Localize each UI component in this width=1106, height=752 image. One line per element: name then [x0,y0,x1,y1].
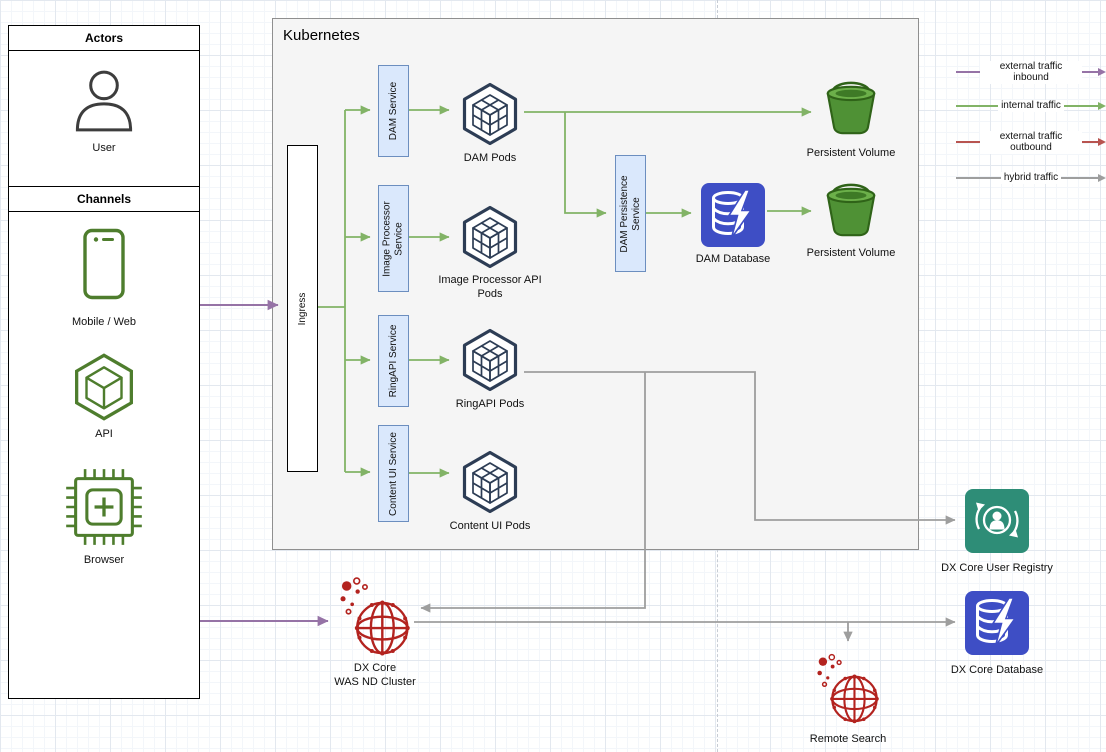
ingress-node: Ingress [287,145,318,472]
arrowhead-icon [1098,173,1106,182]
legend-label-hybrid: hybrid traffic [1000,172,1062,184]
ringapi-pods-icon [458,328,522,392]
dam-database-label: DAM Database [695,253,771,265]
content-ui-service-node: Content UI Service [378,425,409,522]
image-processor-service-node: Image Processor Service [378,185,409,292]
persistent-volume-top-label: Persistent Volume [806,147,896,159]
dx-core-database-label: DX Core Database [950,664,1044,676]
dam-persistence-service-node: DAM Persistence Service [615,155,646,272]
actors-panel: Actors User Channels Mobile / Web [8,25,200,699]
content-ui-pods-label: Content UI Pods [449,520,531,532]
dx-core-cluster-label: DX Core WAS ND Cluster [334,662,416,688]
ringapi-pods-label: RingAPI Pods [455,398,525,410]
browser-chip-icon [65,468,143,546]
content-ui-pods-icon [458,450,522,514]
persistent-volume-top-icon [820,77,882,137]
arrowhead-icon [1098,67,1106,76]
user-icon [67,64,141,138]
dx-core-cluster-icon [336,576,414,660]
api-icon [69,352,139,422]
legend-item-internal: internal traffic [956,92,1106,120]
api-label: API [95,428,113,440]
dam-persistence-service-label: DAM Persistence Service [618,174,642,253]
dam-pods-icon [458,82,522,146]
legend-item-hybrid: hybrid traffic [956,164,1106,192]
legend-label-inbound: external traffic inbound [980,60,1082,84]
mobile-icon [81,226,127,302]
image-processor-pods-icon [458,205,522,269]
dam-service-label: DAM Service [387,81,399,141]
remote-search-icon [814,650,882,730]
dam-pods-label: DAM Pods [463,152,517,164]
arrowhead-icon [1098,101,1106,110]
dx-core-user-registry-label: DX Core User Registry [941,562,1053,574]
persistent-volume-bottom-label: Persistent Volume [806,247,896,259]
arrowhead-icon [1098,137,1106,146]
legend-item-external-inbound: external traffic inbound [956,54,1106,90]
dam-service-node: DAM Service [378,65,409,157]
legend: external traffic inbound internal traffi… [956,54,1106,199]
legend-label-internal: internal traffic [998,100,1064,112]
kubernetes-title: Kubernetes [283,27,360,44]
channels-header: Channels [9,186,199,212]
persistent-volume-bottom-icon [820,179,882,239]
ringapi-service-node: RingAPI Service [378,315,409,407]
dx-core-user-registry-icon [964,488,1030,554]
actors-header: Actors [9,26,199,51]
legend-item-external-outbound: external traffic outbound [956,124,1106,160]
ingress-label: Ingress [296,292,308,325]
user-label: User [92,142,116,154]
remote-search-label: Remote Search [809,733,887,745]
mobile-web-label: Mobile / Web [72,316,136,328]
legend-label-outbound: external traffic outbound [980,130,1082,154]
dx-core-database-icon [964,590,1030,656]
ringapi-service-label: RingAPI Service [387,324,399,398]
browser-label: Browser [83,554,125,566]
image-processor-service-label: Image Processor Service [381,200,405,277]
content-ui-service-label: Content UI Service [387,431,399,516]
image-processor-pods-label: Image Processor API Pods [438,274,542,300]
dam-database-icon [700,182,766,248]
